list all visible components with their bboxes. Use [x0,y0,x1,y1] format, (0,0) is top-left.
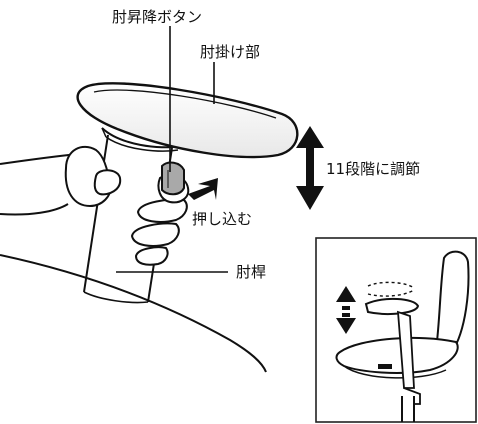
adjust-arrow-icon [296,126,324,210]
button-label: 肘昇降ボタン [112,8,202,26]
armrest-pad [76,82,299,159]
post-label: 肘桿 [236,263,266,281]
lift-button [161,161,185,196]
inset-chair-figure [315,237,477,423]
push-arrow-icon [188,178,218,200]
adjust-label: 11段階に調節 [326,160,420,178]
push-label: 押し込む [192,210,252,228]
seat-outline [0,254,267,373]
armrest-pad-label: 肘掛け部 [200,43,260,61]
